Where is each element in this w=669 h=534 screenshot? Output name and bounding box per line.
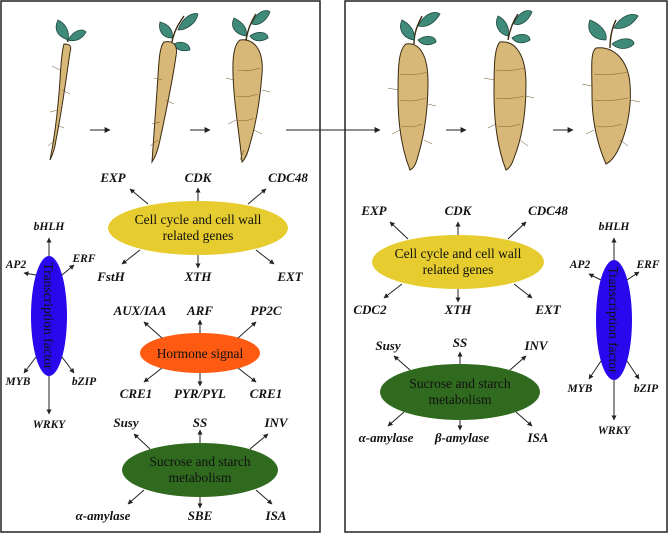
left-sucrose-title-2: metabolism <box>169 470 232 485</box>
left-hormone-group: Hormone signal AUX/IAA ARF PP2C CRE1 PYR… <box>113 303 283 401</box>
right-sucrose-gene-2: SS <box>453 335 467 350</box>
left-cc-gene-2: CDK <box>185 170 213 185</box>
right-cell-cycle-title-1: Cell cycle and cell wall <box>395 246 522 261</box>
right-cc-gene-4: CDC2 <box>353 302 387 317</box>
root-stage-5 <box>483 10 535 171</box>
right-tf-gene-5: bZIP <box>634 383 659 395</box>
right-tf-ellipse <box>596 260 632 380</box>
left-cc-gene-4: FstH <box>96 269 125 284</box>
left-tf-gene-2: AP2 <box>5 259 27 271</box>
left-cell-cycle-title-2: related genes <box>163 228 234 243</box>
left-cc-gene-3: CDC48 <box>268 170 308 185</box>
root-stage-4 <box>387 12 441 171</box>
right-sucrose-gene-4: α-amylase <box>359 430 414 445</box>
left-cc-gene-6: EXT <box>276 269 303 284</box>
left-sucrose-gene-4: α-amylase <box>76 508 131 523</box>
right-cell-cycle-ellipse <box>372 235 544 289</box>
right-sucrose-title-1: Sucrose and starch <box>409 376 510 391</box>
left-cc-gene-5: XTH <box>184 269 213 284</box>
left-sucrose-gene-3: INV <box>263 415 288 430</box>
right-cc-gene-6: EXT <box>534 302 561 317</box>
left-sucrose-ellipse <box>122 443 278 497</box>
left-tf-group: Transcription factor bHLH AP2 ERF MYB bZ… <box>5 221 98 431</box>
left-sucrose-gene-5: SBE <box>188 508 213 523</box>
right-tf-gene-3: ERF <box>635 259 659 271</box>
left-tf-gene-6: WRKY <box>33 419 67 431</box>
right-sucrose-gene-1: Susy <box>375 338 401 353</box>
right-cell-cycle-title-2: related genes <box>423 262 494 277</box>
left-hormone-gene-1: AUX/IAA <box>113 303 167 318</box>
right-tf-group: Transcription factor bHLH AP2 ERF MYB bZ… <box>567 221 660 437</box>
right-tf-gene-6: WRKY <box>598 425 632 437</box>
left-tf-gene-3: ERF <box>71 253 95 265</box>
left-cell-cycle-group: Cell cycle and cell wall related genes E… <box>96 170 308 284</box>
root-stage-2 <box>149 13 199 164</box>
left-hormone-gene-3: PP2C <box>250 303 281 318</box>
left-tf-ellipse <box>31 256 67 376</box>
left-tf-title: Transcription factor <box>41 262 56 370</box>
left-sucrose-gene-6: ISA <box>265 508 287 523</box>
left-hormone-title: Hormone signal <box>157 346 244 361</box>
root-stage-6 <box>581 14 641 165</box>
right-sucrose-gene-5: β-amylase <box>434 430 490 445</box>
right-tf-title: Transcription factor <box>606 266 621 374</box>
left-hormone-gene-5: PYR/PYL <box>174 386 226 401</box>
right-sucrose-group: Sucrose and starch metabolism Susy SS IN… <box>359 335 549 445</box>
left-tf-gene-4: MYB <box>5 376 31 388</box>
left-cell-cycle-title-1: Cell cycle and cell wall <box>135 212 262 227</box>
right-cc-gene-2: CDK <box>445 203 473 218</box>
left-hormone-gene-6: CRE1 <box>250 386 283 401</box>
right-sucrose-gene-3: INV <box>523 338 548 353</box>
right-sucrose-ellipse <box>380 364 540 420</box>
right-cc-gene-1: EXP <box>360 203 387 218</box>
left-hormone-gene-2: ARF <box>186 303 213 318</box>
right-cc-gene-3: CDC48 <box>528 203 568 218</box>
left-cell-cycle-ellipse <box>108 201 288 255</box>
left-sucrose-gene-1: Susy <box>113 415 139 430</box>
root-stage-1 <box>47 19 87 161</box>
left-sucrose-gene-2: SS <box>193 415 207 430</box>
right-cc-gene-5: XTH <box>444 302 473 317</box>
right-cell-cycle-group: Cell cycle and cell wall related genes E… <box>353 203 568 317</box>
right-panel <box>344 0 668 533</box>
right-tf-gene-4: MYB <box>567 383 593 395</box>
left-panel <box>0 0 321 533</box>
root-stage-3 <box>225 10 271 164</box>
left-cc-gene-1: EXP <box>99 170 126 185</box>
left-tf-gene-1: bHLH <box>34 221 66 233</box>
right-sucrose-title-2: metabolism <box>429 392 492 407</box>
left-sucrose-group: Sucrose and starch metabolism Susy SS IN… <box>76 415 289 523</box>
right-sucrose-gene-6: ISA <box>527 430 549 445</box>
left-tf-gene-5: bZIP <box>72 376 97 388</box>
right-tf-gene-1: bHLH <box>599 221 631 233</box>
right-tf-gene-2: AP2 <box>569 259 591 271</box>
left-sucrose-title-1: Sucrose and starch <box>149 454 250 469</box>
left-hormone-ellipse <box>140 333 260 373</box>
left-hormone-gene-4: CRE1 <box>120 386 153 401</box>
